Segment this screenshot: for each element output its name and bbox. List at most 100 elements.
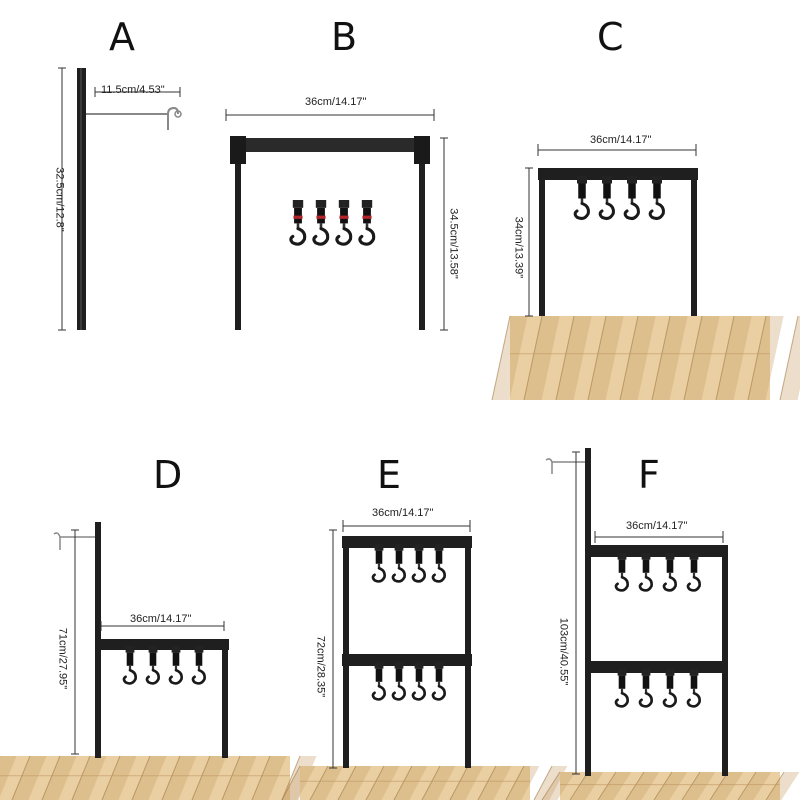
wood-board xyxy=(422,766,456,800)
hook xyxy=(391,662,406,701)
crossbar-f-bottom xyxy=(585,661,727,673)
hook xyxy=(686,553,701,592)
wood-board xyxy=(556,316,592,400)
hooks-c xyxy=(573,176,665,220)
panel-letter-e: E xyxy=(377,453,402,497)
leg-f-left-inner xyxy=(585,545,591,776)
wood-board xyxy=(570,772,604,800)
hook xyxy=(686,669,701,708)
width-label-f: 36cm/14.17" xyxy=(626,520,688,532)
panel-letter-d: D xyxy=(153,453,183,497)
wood-board xyxy=(766,772,800,800)
loose-hooks-b xyxy=(289,200,376,246)
panel-a: A 11.5cm/4.53" 32.5cm/12.8" xyxy=(0,0,250,400)
height-label-d: 71cm/27.95" xyxy=(56,627,69,690)
hook xyxy=(623,176,640,220)
crossbar-e-bottom xyxy=(342,654,472,666)
hook xyxy=(638,553,653,592)
hook xyxy=(168,646,183,685)
hook xyxy=(411,544,426,583)
hook xyxy=(335,200,353,246)
hook xyxy=(614,553,629,592)
height-label-b: 34.5cm/13.58" xyxy=(447,208,460,279)
crossbar-c xyxy=(538,168,698,180)
wood-board xyxy=(12,756,47,800)
crossbar-e-top xyxy=(342,536,472,548)
wood-board xyxy=(338,766,372,800)
lantern-arm-a xyxy=(86,106,179,130)
panel-letter-c: C xyxy=(597,15,624,59)
hook xyxy=(638,669,653,708)
wood-table-e xyxy=(281,765,568,800)
hook xyxy=(371,544,386,583)
hook xyxy=(411,662,426,701)
panel-c: C 36cm/14.17" 34cm/13.39" xyxy=(491,0,800,401)
hook xyxy=(391,544,406,583)
hook xyxy=(598,176,615,220)
width-label-e: 36cm/14.17" xyxy=(372,507,434,519)
wood-board xyxy=(192,756,227,800)
wood-board xyxy=(72,756,107,800)
width-label-d: 36cm/14.17" xyxy=(130,613,192,625)
stand-d-drawing xyxy=(0,522,317,800)
stand-f-drawing xyxy=(541,448,800,800)
hook xyxy=(122,646,137,685)
wood-board xyxy=(366,766,400,800)
wood-board xyxy=(748,316,784,400)
wood-board xyxy=(222,756,257,800)
hook xyxy=(431,662,446,701)
leg-c-left xyxy=(539,168,545,316)
hook xyxy=(648,176,665,220)
height-label-a: 32.5cm/12.8" xyxy=(53,167,66,232)
hook xyxy=(358,200,376,246)
pole-a-drawing xyxy=(58,67,182,331)
panel-letter-f: F xyxy=(638,453,660,497)
leg-f-right xyxy=(722,545,728,776)
leg-b-left xyxy=(235,164,241,330)
lantern-arm-f xyxy=(545,458,588,474)
panel-letter-a: A xyxy=(109,15,135,59)
wood-board xyxy=(654,772,688,800)
wood-board xyxy=(684,316,720,400)
hook xyxy=(662,553,677,592)
hook xyxy=(573,176,590,220)
wood-board xyxy=(282,766,316,800)
wood-board xyxy=(42,756,77,800)
hook xyxy=(371,662,386,701)
wood-board xyxy=(132,756,167,800)
hook xyxy=(191,646,206,685)
wood-board xyxy=(534,766,568,800)
hook xyxy=(431,544,446,583)
wood-board xyxy=(102,756,137,800)
width-label-c: 36cm/14.17" xyxy=(590,134,652,146)
hooks-f xyxy=(614,553,701,708)
wood-board xyxy=(506,766,540,800)
wood-board xyxy=(394,766,428,800)
wood-board xyxy=(524,316,560,400)
width-label-a: 11.5cm/4.53" xyxy=(101,84,165,96)
stand-b-drawing xyxy=(225,109,448,331)
stand-c-drawing xyxy=(491,144,800,401)
height-label-f: 103cm/40.55" xyxy=(557,617,570,686)
crossbar-f-top xyxy=(585,545,727,557)
wood-board xyxy=(682,772,716,800)
wood-board xyxy=(598,772,632,800)
height-label-e: 72cm/28.35" xyxy=(314,635,327,698)
wood-board xyxy=(478,766,512,800)
wood-board xyxy=(710,772,744,800)
hook xyxy=(312,200,330,246)
wood-board xyxy=(716,316,752,400)
stand-e-drawing xyxy=(281,520,568,800)
leg-c-right xyxy=(691,168,697,316)
wood-board xyxy=(310,766,344,800)
height-label-c: 34cm/13.39" xyxy=(512,216,525,279)
width-label-b: 36cm/14.17" xyxy=(305,96,367,108)
wood-board xyxy=(542,772,576,800)
leg-e-left xyxy=(343,536,349,768)
wood-table-c xyxy=(491,315,800,401)
panel-d: D 36cm/14.17" 71cm/27.95" xyxy=(0,400,317,800)
hook xyxy=(662,669,677,708)
wood-board xyxy=(620,316,656,400)
panel-f: F 36cm/14.17" 103cm/40.55" xyxy=(540,400,800,800)
hook xyxy=(614,669,629,708)
